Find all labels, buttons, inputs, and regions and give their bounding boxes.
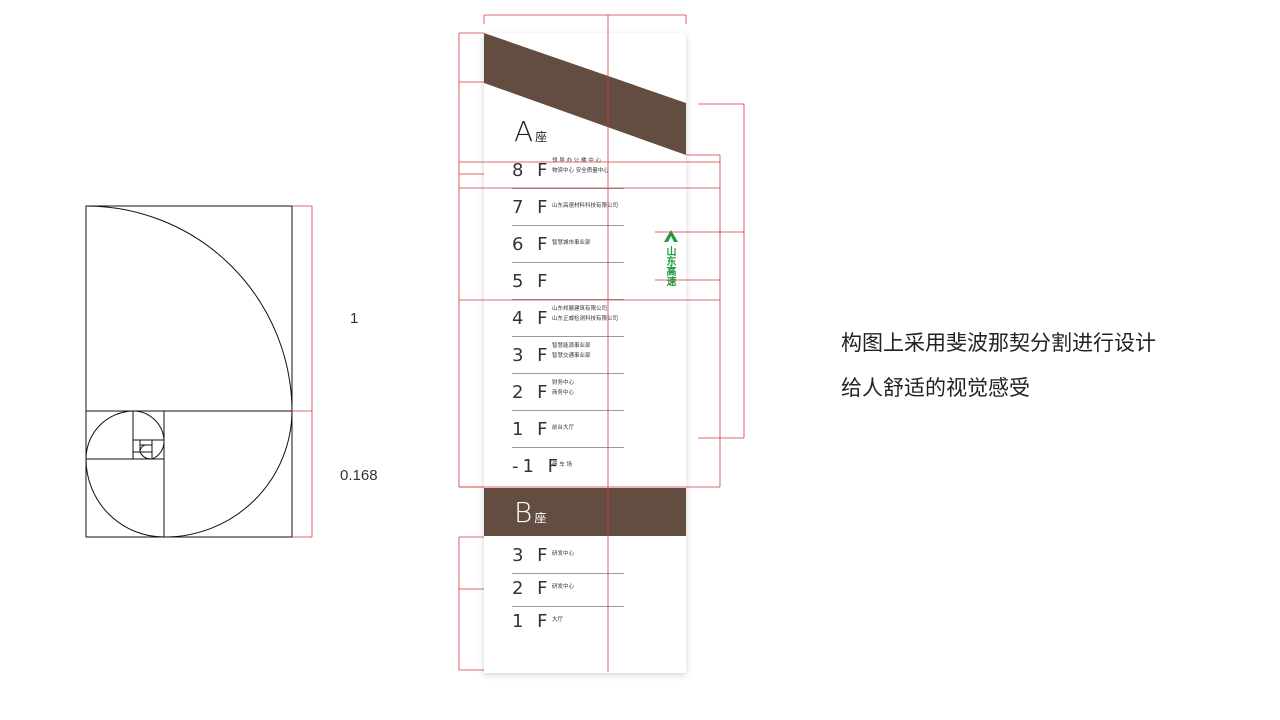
block-a-suffix: 座	[535, 130, 548, 144]
floor-occupants: 领 导 办 公 楼 中 心物资中心 安全质量中心	[552, 156, 609, 176]
occupant-name: 智慧能源事业部	[552, 343, 591, 349]
floor-number: 1 F	[512, 611, 552, 632]
block-a-letter: A	[514, 115, 534, 148]
floor-occupants: 智慧城市事业部	[552, 238, 591, 248]
floor-divider	[512, 225, 624, 226]
floor-number: 5 F	[512, 271, 552, 292]
a-logo-icon	[660, 230, 682, 246]
occupant-name: 停 车 场	[552, 462, 572, 468]
block-b-letter: B	[514, 496, 533, 529]
caption-line-2: 给人舒适的视觉感受	[841, 376, 1030, 400]
sign-top-band	[484, 33, 686, 155]
occupant-name: 山东邦展建筑有限公司	[552, 306, 608, 312]
floor-occupants: 研发中心	[552, 549, 574, 559]
occupant-name: 智慧城市事业部	[552, 240, 591, 246]
floor-occupants: 大厅	[552, 615, 563, 625]
logo-text: 山东高速	[664, 246, 675, 286]
occupant-name: 领 导 办 公 楼 中 心	[552, 158, 601, 164]
occupant-name: 研发中心	[552, 551, 575, 557]
ratio-label-top: 1	[350, 310, 359, 327]
occupant-name: 研发中心	[552, 584, 575, 590]
occupant-name: 智慧交通事业部	[552, 353, 591, 359]
floor-occupants: 财务中心商务中心	[552, 378, 574, 398]
company-logo: 山东高速	[660, 230, 682, 286]
floor-divider	[512, 410, 624, 411]
occupant-name: 商务中心	[552, 390, 575, 396]
floor-number: 2 F	[512, 578, 552, 599]
floor-divider	[512, 373, 624, 374]
floor-occupants: 停 车 场	[552, 460, 572, 470]
floor-number: 3 F	[512, 345, 552, 366]
floor-number: 4 F	[512, 308, 552, 329]
occupant-name: 大厅	[552, 617, 564, 623]
occupant-name: 物资中心 安全质量中心	[552, 168, 609, 174]
floor-occupants: 前台大厅	[552, 423, 574, 433]
floor-divider	[512, 606, 624, 607]
floor-number: 1 F	[512, 419, 552, 440]
floor-divider	[512, 299, 624, 300]
occupant-name: 山东高速材料科技有限公司	[552, 203, 619, 209]
floor-number: 7 F	[512, 197, 552, 218]
floor-divider	[512, 447, 624, 448]
occupant-name: 前台大厅	[552, 425, 575, 431]
occupant-name: 山东正威检测科技有限公司	[552, 316, 619, 322]
caption-line-1: 构图上采用斐波那契分割进行设计	[841, 331, 1156, 355]
block-b-suffix: 座	[534, 511, 547, 525]
floors_a-floor-row: 5 F	[512, 263, 624, 300]
floor-divider	[512, 262, 624, 263]
floor-occupants: 智慧能源事业部智慧交通事业部	[552, 341, 591, 361]
floor-number: 8 F	[512, 160, 552, 181]
floor-occupants: 研发中心	[552, 582, 574, 592]
floor-divider	[512, 573, 624, 574]
floor-occupants: 山东邦展建筑有限公司山东正威检测科技有限公司	[552, 304, 618, 324]
floor-number: 2 F	[512, 382, 552, 403]
floor-number: -1 F	[512, 456, 563, 477]
floor-divider	[512, 188, 624, 189]
floor-divider	[512, 336, 624, 337]
ratio-label-bottom: 0.168	[340, 467, 378, 484]
floor-number: 3 F	[512, 545, 552, 566]
occupant-name: 财务中心	[552, 380, 575, 386]
floor-number: 6 F	[512, 234, 552, 255]
floor-occupants: 山东高速材料科技有限公司	[552, 201, 618, 211]
